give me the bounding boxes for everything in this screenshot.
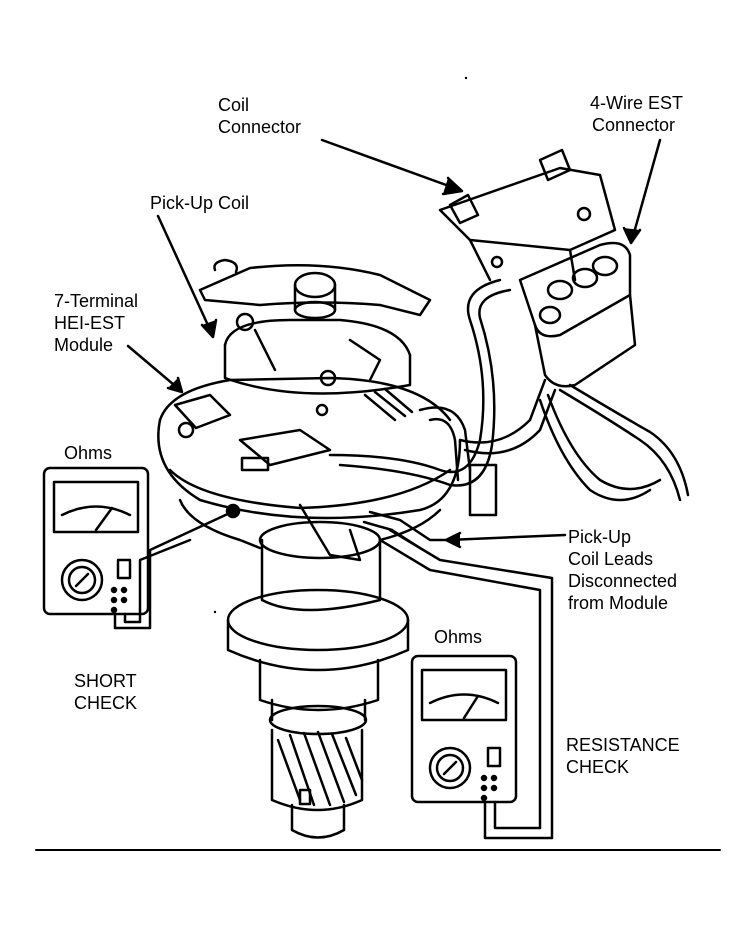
label-line: from Module <box>568 593 669 613</box>
scan-speck <box>213 610 217 614</box>
pickup-coil-label: Pick-Up Coil <box>150 192 249 214</box>
label-line: Disconnected <box>568 571 678 591</box>
label-line: Connector <box>592 115 676 135</box>
label-line: 4-Wire EST <box>590 93 684 113</box>
test-leads <box>113 503 554 840</box>
resistance-check-label: RESISTANCE CHECK <box>566 734 680 778</box>
label-line: Pick-Up Coil <box>150 193 250 213</box>
label-line: RESISTANCE <box>566 735 680 755</box>
wiring-harness <box>328 278 690 517</box>
distributor-housing <box>157 376 462 562</box>
label-line: Ohms <box>434 627 483 647</box>
label-line: CHECK <box>566 757 630 777</box>
ohmmeter-right <box>410 654 518 804</box>
callout-arrows <box>126 138 662 549</box>
label-line: Coil Leads <box>568 549 654 569</box>
coil-connector-label: Coil Connector <box>218 94 301 138</box>
pickup-coil-assembly <box>198 258 432 422</box>
label-line: Ohms <box>64 443 113 463</box>
label-line: HEI-EST <box>54 313 126 333</box>
ewire-connector-label: 4-Wire EST Connector <box>590 92 683 136</box>
drive-gear <box>270 728 364 839</box>
scan-speck <box>464 76 468 80</box>
label-line: CHECK <box>74 693 138 713</box>
label-line: 7-Terminal <box>54 291 139 311</box>
label-line: Connector <box>218 117 302 137</box>
label-line: Module <box>54 335 114 355</box>
label-line: SHORT <box>74 671 137 691</box>
ohmmeter-left <box>42 466 150 616</box>
label-line: Coil <box>218 95 250 115</box>
short-check-label: SHORT CHECK <box>74 670 137 714</box>
label-line: Pick-Up <box>568 527 632 547</box>
module-label: 7-Terminal HEI-EST Module <box>54 290 138 356</box>
ohms-right-label: Ohms <box>434 626 482 648</box>
distributor-shaft <box>226 520 410 736</box>
ewire-connector <box>518 241 637 388</box>
ohms-left-label: Ohms <box>64 442 112 464</box>
coil-connector <box>438 148 617 282</box>
pickup-leads-label: Pick-Up Coil Leads Disconnected from Mod… <box>568 526 677 614</box>
